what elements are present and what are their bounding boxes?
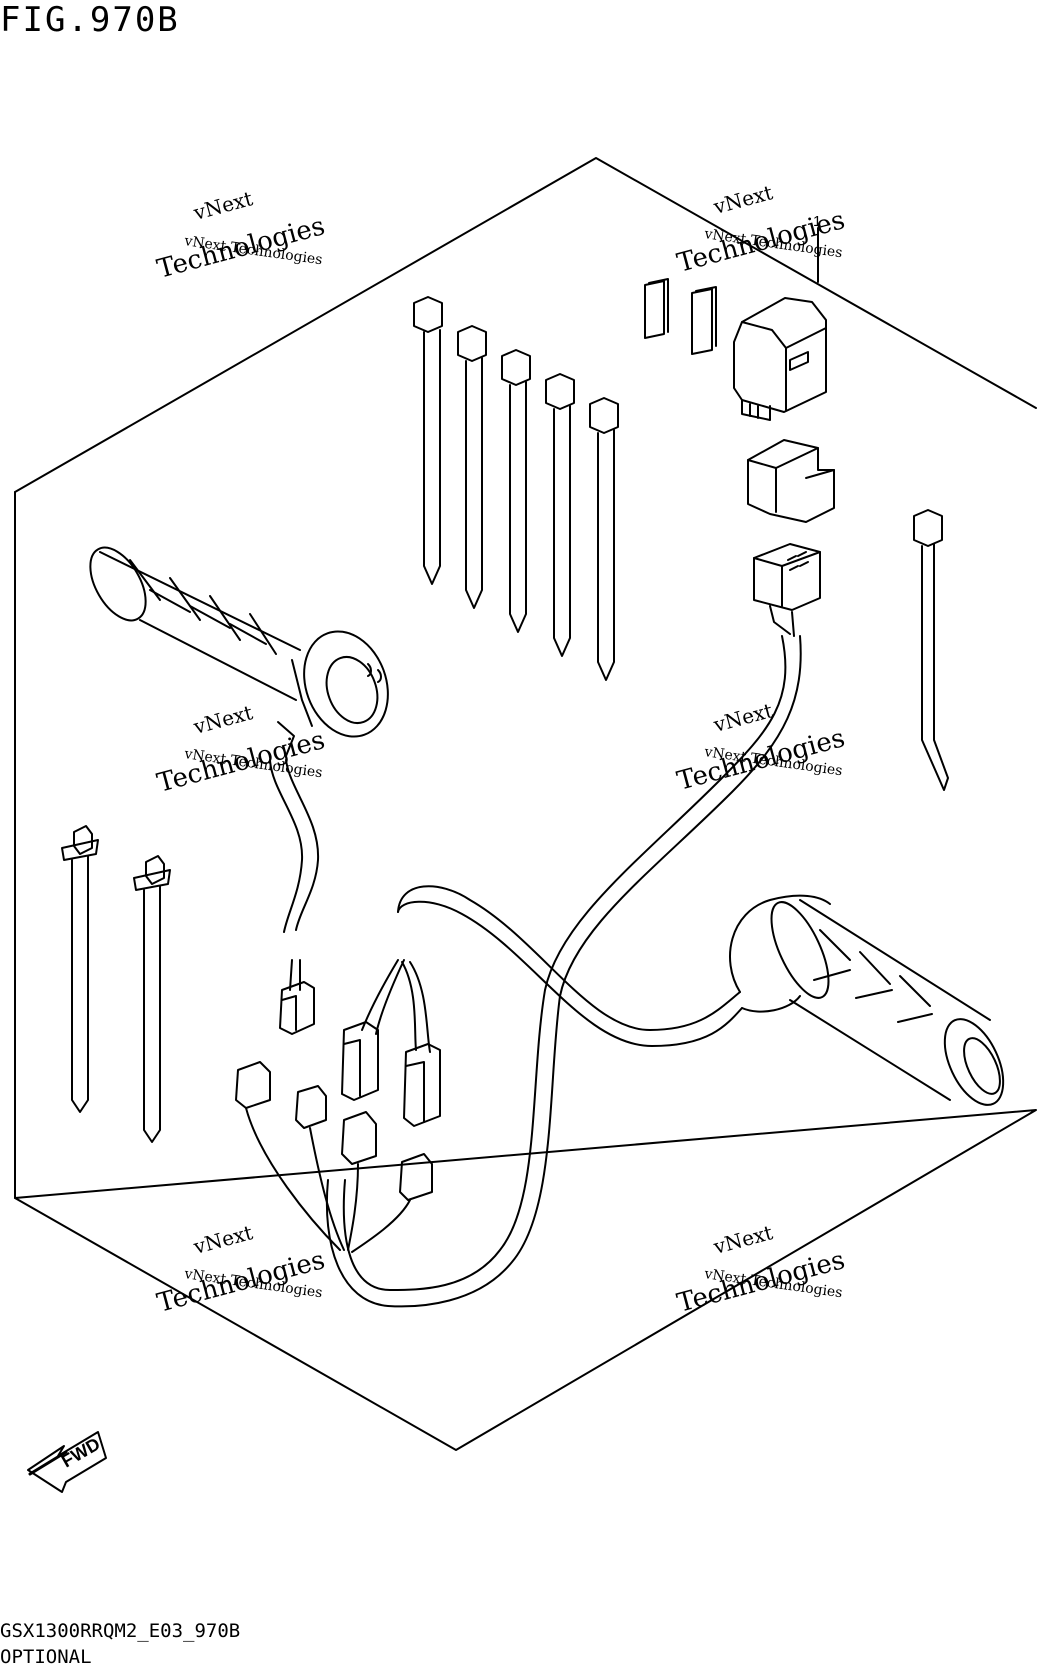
diagram-reference-code: GSX1300RRQM2_E03_970B <box>0 1620 241 1642</box>
svg-text:vNext: vNext <box>710 180 775 219</box>
cable-tie-2 <box>457 325 487 609</box>
svg-text:vNext: vNext <box>710 698 775 737</box>
adhesive-pad-right <box>691 286 717 355</box>
left-grip-pigtail-connector <box>279 959 315 1035</box>
watermark-2: vNext Technologies vNext Technologies <box>674 180 848 279</box>
watermark-4: vNext Technologies vNext Technologies <box>674 698 848 797</box>
svg-text:vNext: vNext <box>190 1220 255 1259</box>
cable-tie-3 <box>501 349 531 633</box>
svg-text:vNext: vNext <box>190 700 255 739</box>
diagram-caption: OPTIONAL <box>0 1646 92 1668</box>
harness-split-connectors <box>341 959 441 1127</box>
main-harness-cable <box>342 635 787 1291</box>
watermark-3: vNext Technologies vNext Technologies <box>154 700 328 799</box>
cable-tie-group <box>413 296 619 681</box>
right-heated-grip <box>729 894 1005 1106</box>
watermark-5: vNext Technologies vNext Technologies <box>154 1220 328 1319</box>
left-grip-cable <box>285 759 320 931</box>
svg-text:vNext: vNext <box>710 1220 775 1259</box>
heater-control-unit <box>733 297 827 421</box>
cable-tie-5 <box>589 397 619 681</box>
forward-direction-arrow: FWD <box>27 1431 107 1493</box>
push-mount-tie-right <box>133 855 171 1143</box>
cable-tie-1 <box>413 296 443 585</box>
right-grip-cable <box>397 885 741 1031</box>
watermark-1: vNext Technologies vNext Technologies <box>154 186 328 285</box>
cable-tie-right <box>913 509 949 791</box>
relay-connector-block <box>747 439 835 523</box>
adhesive-pad-left <box>644 278 669 339</box>
assembly-frame <box>14 157 1037 1451</box>
figure-title: FIG.970B <box>0 0 180 40</box>
callout-1-label: 1 <box>813 213 821 230</box>
svg-text:vNext: vNext <box>190 186 255 225</box>
cable-tie-4 <box>545 373 575 657</box>
svg-text:Technologies: Technologies <box>154 211 328 285</box>
push-mount-tie-left <box>61 825 99 1113</box>
multi-pin-connector <box>753 543 821 637</box>
fanout-pigtail-connectors <box>235 1061 433 1253</box>
left-heated-grip <box>89 546 389 757</box>
